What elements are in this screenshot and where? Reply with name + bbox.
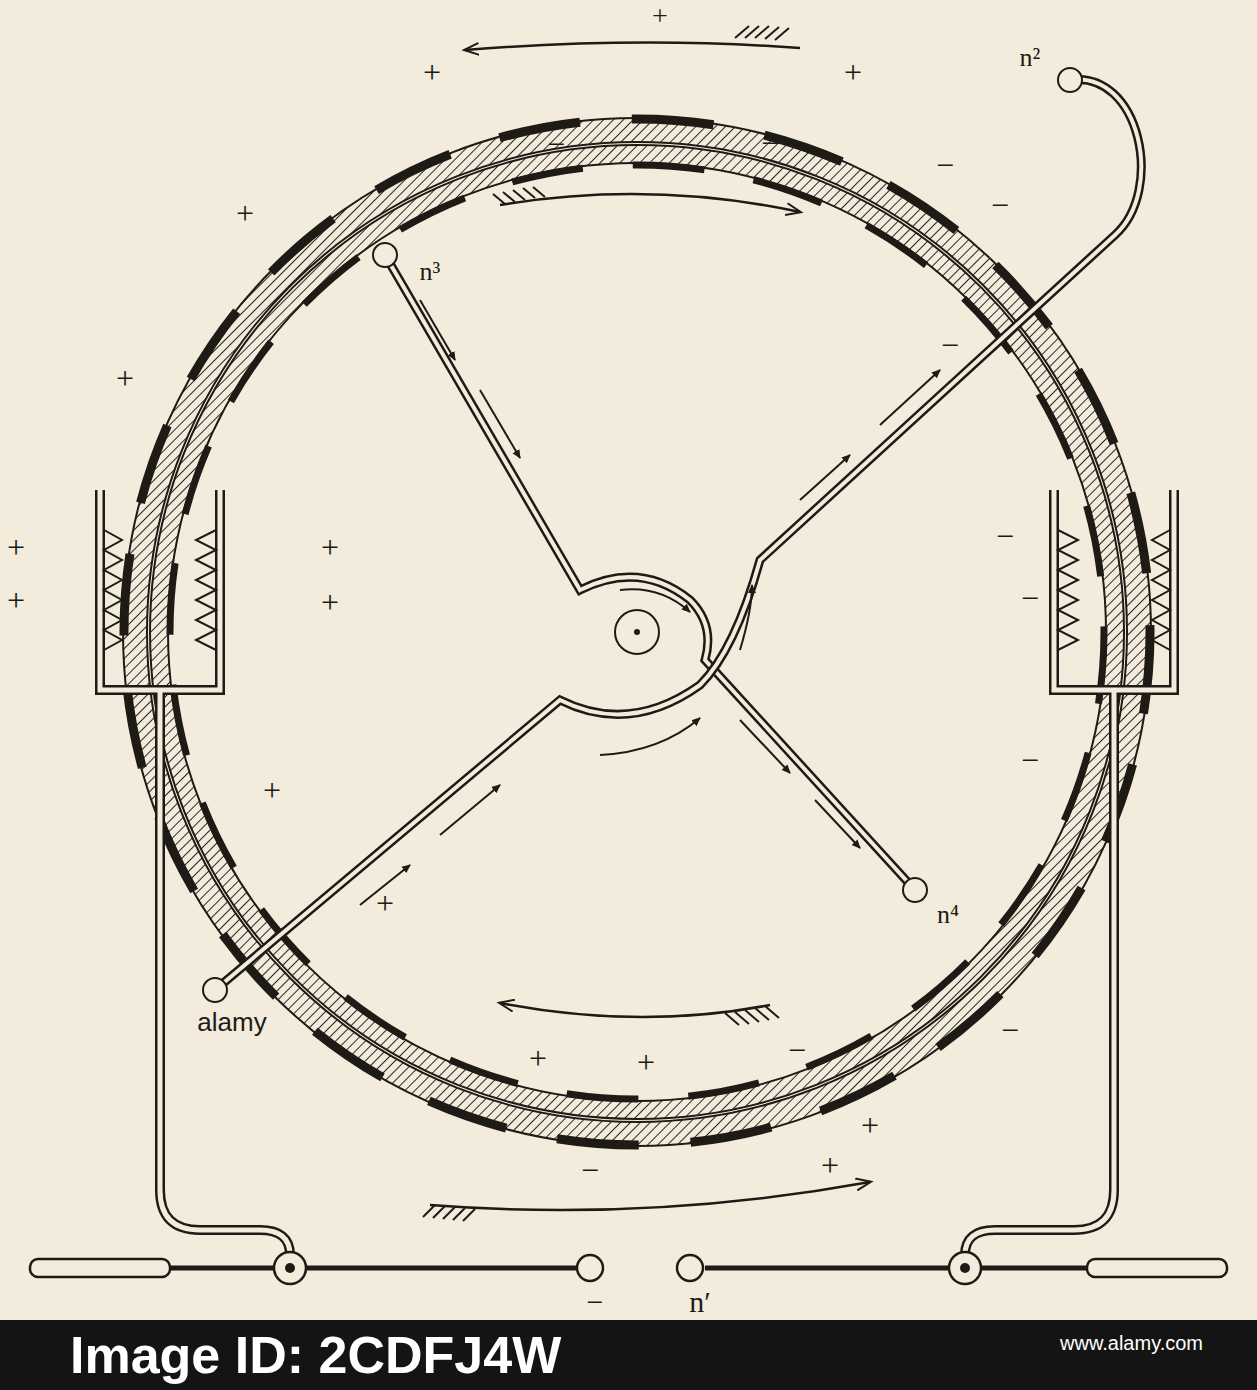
charge-sign: +: [263, 774, 281, 806]
charge-sign: +: [7, 584, 25, 616]
conductor-label: n³: [420, 259, 441, 285]
charge-sign: +: [116, 362, 134, 394]
charge-sign: −: [581, 1154, 599, 1186]
charge-sign: +: [7, 531, 25, 563]
charge-sign: +: [637, 1046, 655, 1078]
current-arrows: [360, 300, 940, 905]
charge-sign: −: [996, 520, 1014, 552]
conductor-label: n²: [1020, 45, 1041, 71]
left-comb: [100, 490, 290, 1255]
charge-sign: −: [1021, 582, 1039, 614]
watermark-text: www.alamy.com: [1060, 1333, 1203, 1353]
charge-sign: −: [941, 329, 959, 361]
charge-sign: +: [652, 2, 668, 30]
charge-sign: +: [321, 586, 339, 618]
charge-sign: +: [529, 1042, 547, 1074]
charge-sign: −: [547, 128, 565, 160]
influence-machine-drawing: [0, 0, 1257, 1320]
charge-sign: +: [844, 56, 862, 88]
charge-sign: +: [376, 887, 394, 919]
watermark-text: Image ID: 2CDFJ4W: [70, 1329, 561, 1381]
terminals: [30, 1252, 1227, 1284]
neutralizing-rods: [203, 68, 1141, 1002]
charge-sign: +: [321, 531, 339, 563]
discs: [123, 118, 1151, 1146]
conductor-label: n′: [689, 1287, 711, 1317]
charge-sign: −: [991, 189, 1009, 221]
terminal-sign: −: [587, 1287, 604, 1317]
conductor-label: n⁴: [937, 902, 959, 928]
terminal-sign: +: [821, 1149, 839, 1181]
right-comb: [965, 490, 1174, 1255]
watermark-text: alamy: [197, 1009, 266, 1035]
charge-sign: −: [761, 127, 779, 159]
charge-sign: −: [936, 149, 954, 181]
charge-sign: +: [423, 56, 441, 88]
charge-sign: +: [861, 1109, 879, 1141]
charge-sign: −: [1021, 744, 1039, 776]
charge-sign: −: [788, 1034, 806, 1066]
charge-sign: −: [1001, 1014, 1019, 1046]
charge-sign: +: [236, 197, 254, 229]
rotation-arrows: [423, 26, 870, 1221]
